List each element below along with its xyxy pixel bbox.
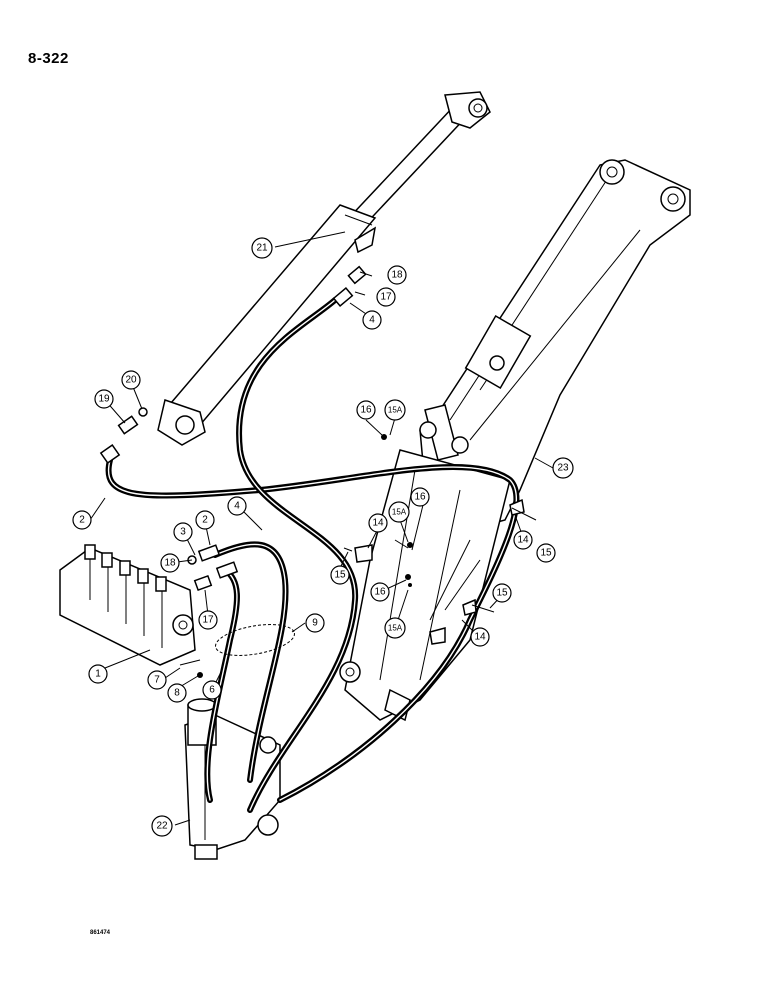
- boom-frame: [339, 159, 691, 722]
- callout-23: 23: [552, 457, 574, 479]
- callout-18: 18: [387, 265, 407, 285]
- svg-text:17: 17: [380, 292, 392, 303]
- svg-text:7: 7: [154, 675, 160, 686]
- hydraulic-hoses: [105, 297, 520, 813]
- callout-16: 16: [370, 582, 390, 602]
- callout-9: 9: [305, 613, 325, 633]
- svg-text:18: 18: [391, 270, 403, 281]
- svg-text:15A: 15A: [388, 406, 403, 415]
- callout-4: 4: [362, 310, 382, 330]
- svg-text:2: 2: [79, 515, 85, 526]
- svg-text:19: 19: [98, 394, 110, 405]
- callout-2: 2: [72, 510, 92, 530]
- svg-text:14: 14: [474, 632, 486, 643]
- svg-text:15: 15: [334, 570, 346, 581]
- svg-text:3: 3: [180, 527, 186, 538]
- callout-15a: 15A: [388, 501, 410, 523]
- callout-1: 1: [88, 664, 108, 684]
- callout-7: 7: [147, 670, 167, 690]
- svg-text:16: 16: [374, 587, 386, 598]
- callout-8: 8: [167, 683, 187, 703]
- callout-19: 19: [94, 389, 114, 409]
- svg-text:6: 6: [209, 685, 215, 696]
- callout-3: 3: [173, 522, 193, 542]
- svg-text:18: 18: [164, 558, 176, 569]
- callout-18: 18: [160, 553, 180, 573]
- callout-20: 20: [121, 370, 141, 390]
- svg-text:8: 8: [174, 688, 180, 699]
- callout-15: 15: [536, 543, 556, 563]
- callout-15: 15: [492, 583, 512, 603]
- svg-text:4: 4: [369, 315, 375, 326]
- page-number: 8-322: [28, 50, 69, 67]
- callout-4: 4: [227, 496, 247, 516]
- callout-14: 14: [470, 627, 490, 647]
- callout-16: 16: [410, 487, 430, 507]
- svg-text:9: 9: [312, 618, 318, 629]
- svg-text:23: 23: [557, 463, 569, 474]
- svg-text:15A: 15A: [392, 508, 407, 517]
- svg-text:21: 21: [256, 243, 268, 254]
- callout-2: 2: [195, 510, 215, 530]
- callout-14: 14: [513, 530, 533, 550]
- callout-15a: 15A: [384, 399, 406, 421]
- svg-text:16: 16: [414, 492, 426, 503]
- callout-15: 15: [330, 565, 350, 585]
- svg-text:17: 17: [202, 615, 214, 626]
- callout-21: 21: [251, 237, 273, 259]
- hydraulic-cylinder: [157, 91, 491, 446]
- callout-16: 16: [356, 400, 376, 420]
- svg-text:22: 22: [156, 821, 168, 832]
- callout-15a: 15A: [384, 617, 406, 639]
- svg-text:20: 20: [125, 375, 137, 386]
- fittings: [99, 265, 537, 678]
- svg-text:15: 15: [496, 588, 508, 599]
- svg-text:14: 14: [517, 535, 529, 546]
- control-valve: [59, 544, 196, 666]
- figure-code: 861474: [90, 930, 111, 936]
- svg-text:1: 1: [95, 669, 101, 680]
- svg-text:15: 15: [540, 548, 552, 559]
- svg-text:15A: 15A: [388, 624, 403, 633]
- svg-text:4: 4: [234, 501, 240, 512]
- callout-6: 6: [202, 680, 222, 700]
- callout-14: 14: [368, 513, 388, 533]
- callout-22: 22: [151, 815, 173, 837]
- callout-17: 17: [376, 287, 396, 307]
- callout-17: 17: [198, 610, 218, 630]
- svg-text:14: 14: [372, 518, 384, 529]
- svg-text:2: 2: [202, 515, 208, 526]
- svg-text:16: 16: [360, 405, 372, 416]
